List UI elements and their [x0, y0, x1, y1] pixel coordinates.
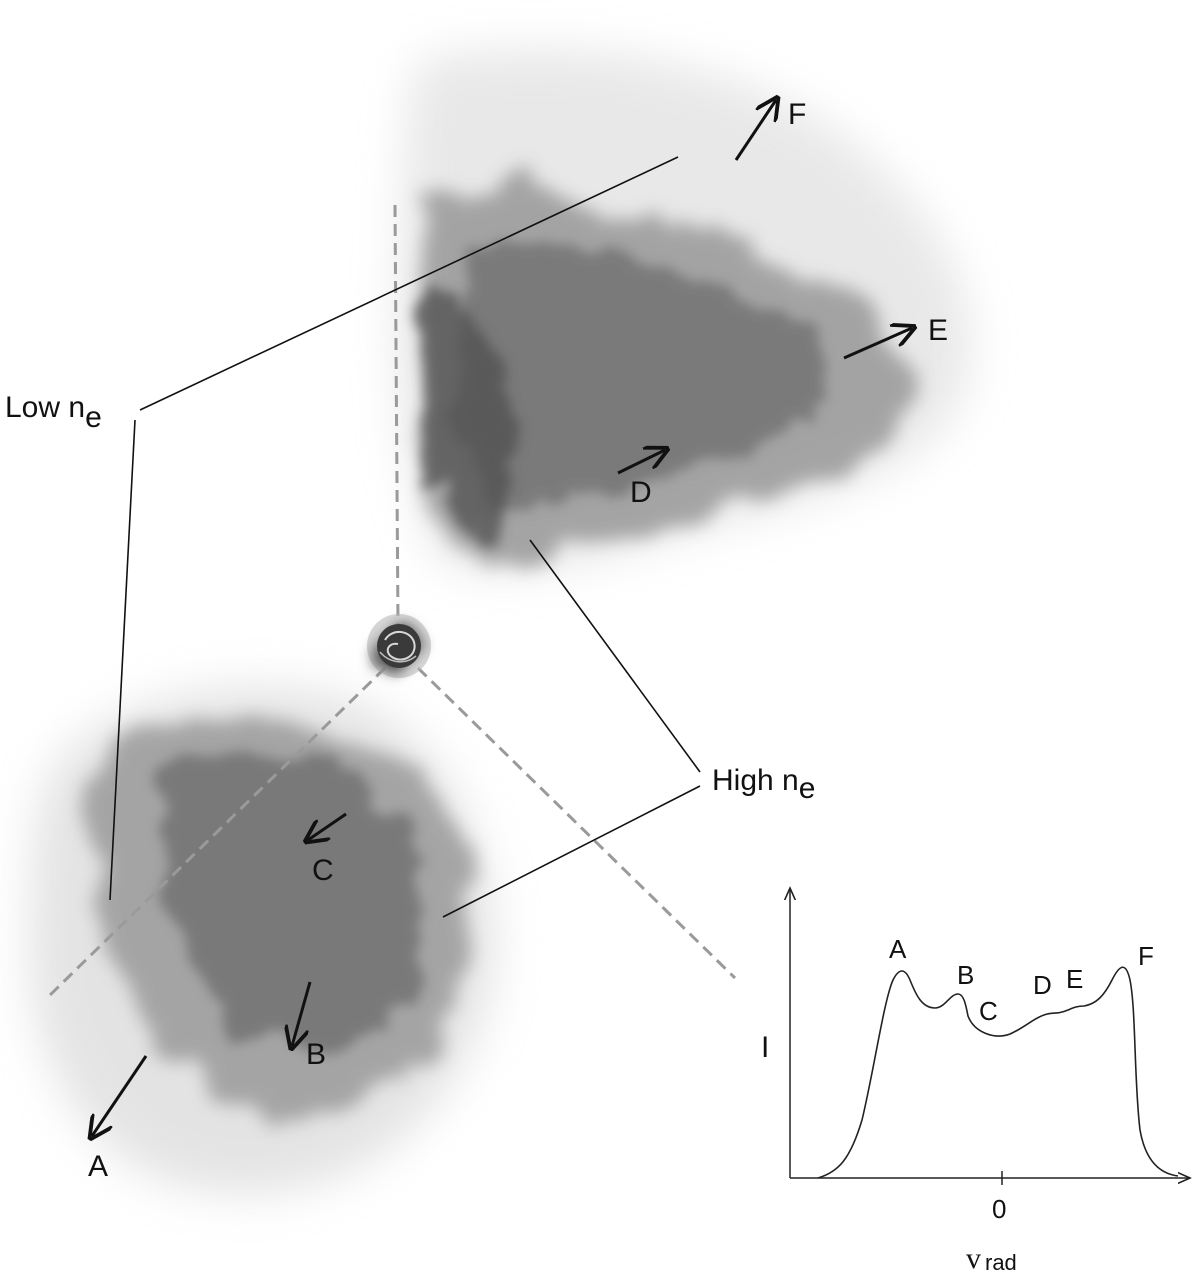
arrow-label-a: A: [88, 1150, 108, 1183]
low-ne-leader-upper: [139, 156, 679, 411]
arrow-label-f: F: [788, 98, 806, 131]
profile-curve: [817, 966, 1179, 1179]
arrow-a: [92, 1055, 148, 1136]
upper-axis-dashed: [393, 204, 400, 626]
low-ne-leader-lower: [109, 419, 136, 901]
arrow-c: [308, 812, 347, 840]
low-ne-label-main: Low n: [5, 391, 85, 424]
profile-x-label-subscript: rad: [985, 1250, 1017, 1275]
arrow-label-b: B: [306, 1038, 326, 1071]
profile-peak-d: D: [1033, 970, 1052, 1000]
lower-outflow-lobe: [30, 686, 496, 1194]
arrow-e: [843, 328, 912, 360]
profile-peak-b: B: [957, 960, 974, 990]
profile-x-tick-label: 0: [992, 1194, 1006, 1224]
velocity-arrows: [92, 100, 912, 1136]
arrow-label-c: C: [312, 854, 334, 887]
arrow-label-d: D: [630, 476, 652, 509]
leader-lines: [109, 156, 701, 918]
low-ne-label: Low ne: [5, 391, 102, 434]
high-ne-label-main: High n: [712, 764, 799, 797]
velocity-arrow-labels: F E D C B A: [88, 98, 948, 1183]
central-source: [367, 614, 431, 678]
arrow-b: [292, 981, 312, 1046]
profile-peak-c: C: [979, 996, 998, 1026]
cone-axes: [48, 204, 737, 997]
profile-peak-e: E: [1066, 964, 1083, 994]
profile-x-label-main: v: [966, 1242, 981, 1275]
arrow-f: [734, 100, 776, 161]
profile-peak-a: A: [889, 934, 907, 964]
left-axis-dashed: [48, 666, 387, 997]
profile-peak-f: F: [1138, 941, 1154, 971]
profile-y-label: I: [761, 1031, 769, 1064]
low-ne-label-subscript: e: [85, 401, 102, 434]
high-ne-leader-lower: [442, 785, 701, 918]
right-axis-dashed: [416, 666, 737, 980]
arrow-label-e: E: [928, 314, 948, 347]
high-ne-leader-upper: [529, 539, 701, 773]
upper-outflow-lobe: [396, 48, 972, 573]
high-ne-label-subscript: e: [799, 772, 816, 805]
arrow-d: [617, 450, 665, 475]
high-ne-label: High ne: [712, 764, 815, 805]
